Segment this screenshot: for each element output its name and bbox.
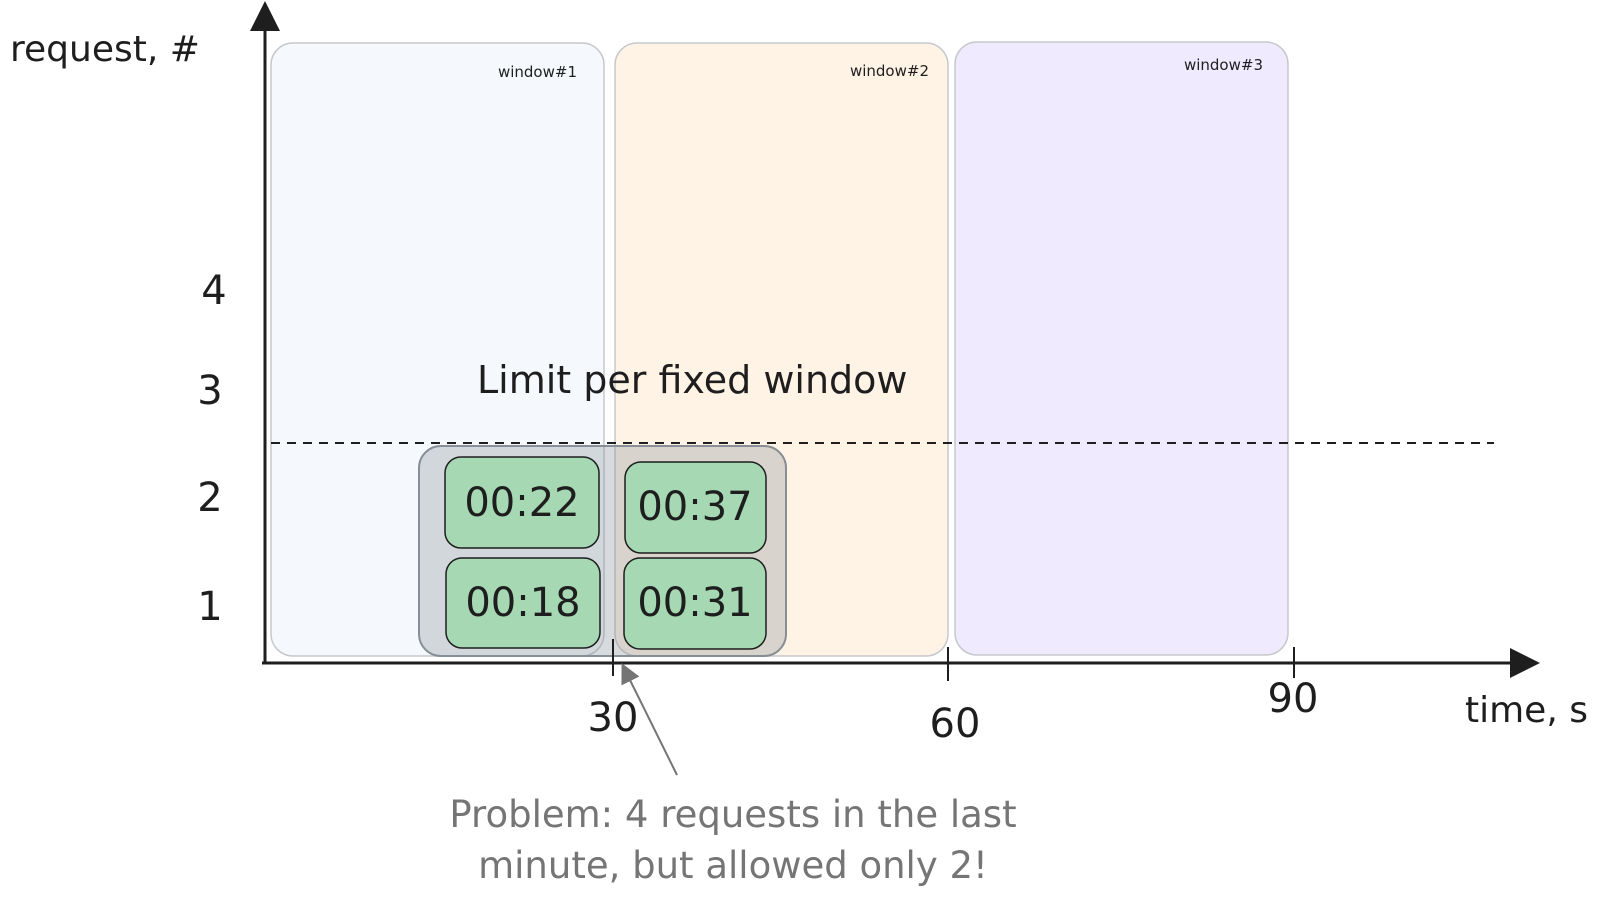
window-3-box bbox=[954, 41, 1289, 656]
x-tick-label: 90 bbox=[1268, 676, 1319, 722]
request-box: 00:37 bbox=[624, 461, 767, 554]
request-box: 00:18 bbox=[445, 557, 601, 649]
y-tick-label: 4 bbox=[201, 268, 226, 314]
y-axis-label: request, # bbox=[10, 29, 200, 70]
request-time: 00:22 bbox=[464, 480, 579, 526]
window-2-label: window#2 bbox=[850, 62, 929, 80]
request-time: 00:18 bbox=[465, 580, 580, 626]
x-axis-label: time, s bbox=[1465, 690, 1588, 731]
limit-label: Limit per fixed window bbox=[477, 358, 908, 402]
window-1-label: window#1 bbox=[498, 63, 577, 81]
y-tick-label: 2 bbox=[197, 475, 222, 521]
y-tick-label: 1 bbox=[197, 584, 222, 630]
window-3-label: window#3 bbox=[1184, 56, 1263, 74]
x-tick-label: 60 bbox=[930, 701, 981, 747]
request-box: 00:31 bbox=[623, 557, 767, 650]
problem-note-line-2: minute, but allowed only 2! bbox=[478, 844, 988, 887]
request-time: 00:31 bbox=[637, 580, 752, 626]
y-tick-label: 3 bbox=[197, 368, 222, 414]
x-tick-label: 30 bbox=[588, 695, 639, 741]
request-box: 00:22 bbox=[444, 456, 600, 549]
problem-arrow bbox=[621, 663, 678, 776]
problem-note-line-1: Problem: 4 requests in the last bbox=[449, 793, 1016, 836]
request-time: 00:37 bbox=[637, 484, 752, 530]
